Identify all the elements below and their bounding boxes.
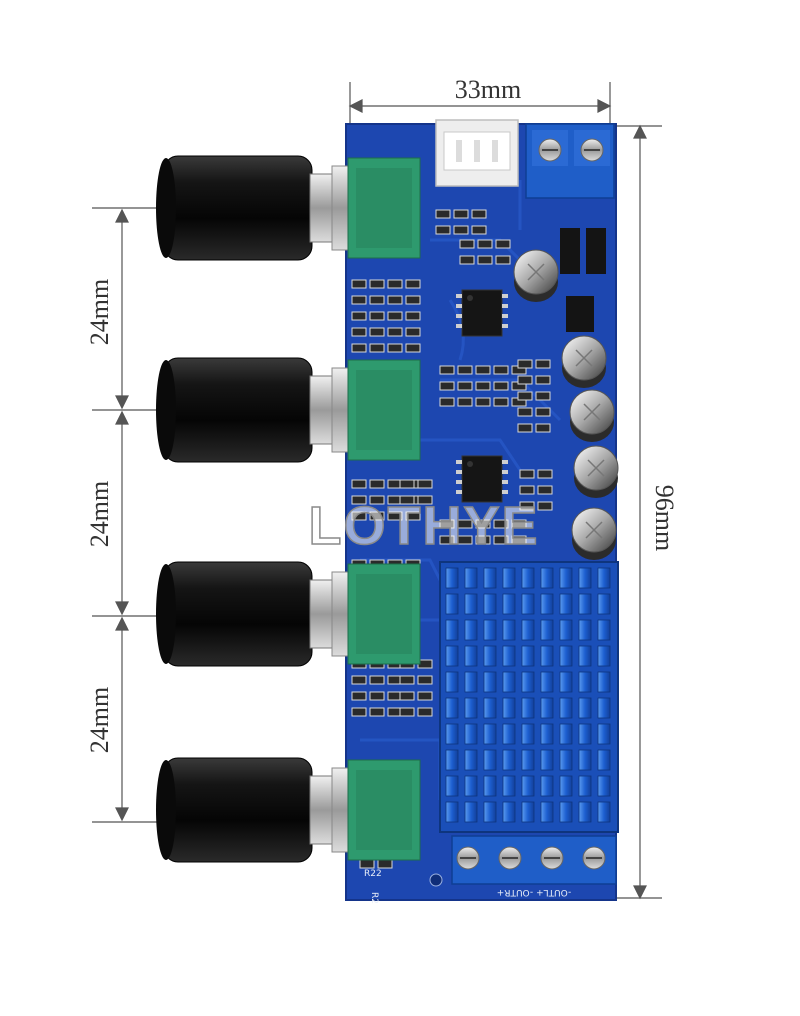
power-terminal-block [525,123,615,199]
capacitor-1 [513,249,559,302]
capacitor-5 [571,507,617,560]
silk-output-labels: -OUTL+ -OUTR+ [497,887,572,897]
width-label: 33mm [455,75,521,104]
knob-bass[interactable] [156,155,421,261]
knob-treble[interactable] [156,357,421,463]
height-label: 96mm [650,485,679,551]
width-dimension [348,82,612,125]
speaker-terminal-block [451,835,617,885]
op-amp-chip-2 [456,455,508,503]
op-amp-chip-1 [456,289,508,337]
spacing-dimension [92,207,170,823]
capacitor-2 [561,335,607,388]
capacitor-4 [573,445,619,498]
silk-r22: R22 [364,869,382,879]
jst-connector [435,119,519,187]
heatsink [439,561,619,833]
regulator-chips [560,228,606,332]
capacitor-3 [569,389,615,442]
spacing-label-2: 24mm [85,481,114,547]
smd-components [351,209,553,869]
spacing-label-1: 24mm [85,279,114,345]
height-dimension [612,124,662,900]
knob-balance[interactable] [156,561,421,667]
spacing-label-3: 24mm [85,687,114,753]
electrolytic-capacitors [513,249,619,560]
knob-volume[interactable] [156,757,421,863]
silk-r2: R2 [369,892,379,904]
watermark-text: LOTHYE [308,496,539,556]
